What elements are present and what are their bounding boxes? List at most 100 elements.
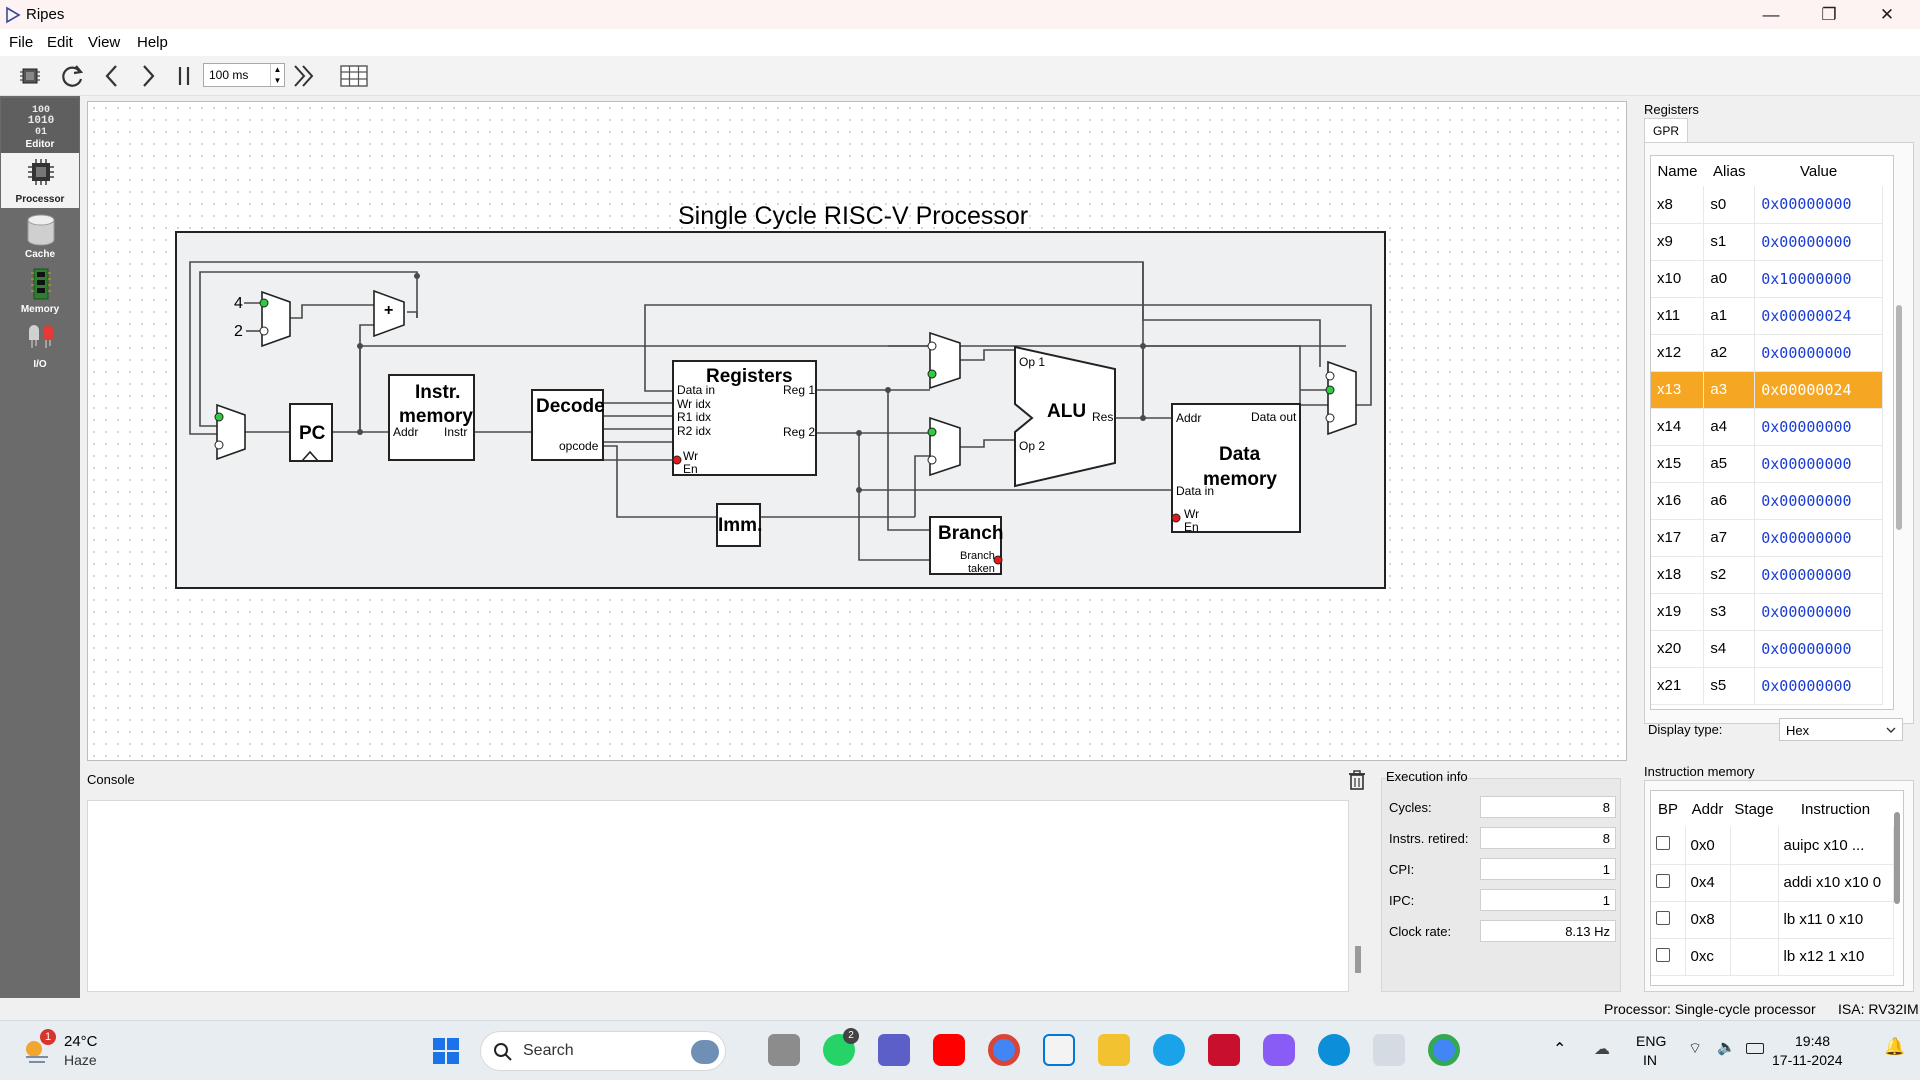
menu-bar: File Edit View Help	[0, 29, 1920, 56]
weather-badge: 1	[40, 1029, 56, 1045]
edge-icon[interactable]	[1318, 1034, 1350, 1066]
spin-down-icon[interactable]: ▼	[270, 75, 284, 86]
minimize-button[interactable]: —	[1762, 5, 1780, 24]
sidebar-tab-editor[interactable]: 100 1010 01 Editor	[1, 98, 79, 153]
chevron-up-icon[interactable]: ⌃	[1553, 1041, 1567, 1058]
pause-button[interactable]	[168, 60, 200, 92]
register-value: 0x00000000	[1754, 667, 1883, 705]
clock-speed-spinbox[interactable]: 100 ms ▲ ▼	[203, 63, 285, 87]
whatsapp-icon[interactable]: 2	[823, 1028, 859, 1066]
menu-edit[interactable]: Edit	[47, 34, 73, 51]
sidebar-tab-processor[interactable]: Processor	[1, 153, 79, 208]
sidebar-tab-cache[interactable]: Cache	[1, 208, 79, 263]
console-scrollbar[interactable]	[1355, 946, 1361, 973]
taskbar-search[interactable]: Search	[480, 1031, 726, 1071]
tab-gpr[interactable]: GPR	[1644, 118, 1688, 142]
col-stage-header[interactable]: Stage	[1734, 800, 1774, 818]
col-bp-header[interactable]: BP	[1657, 800, 1678, 818]
copilot-icon[interactable]	[1263, 1034, 1295, 1066]
task-view-icon[interactable]	[768, 1034, 800, 1066]
register-scrollbar[interactable]	[1896, 305, 1902, 530]
ipc-value: 1	[1480, 889, 1616, 911]
select-processor-button[interactable]	[14, 60, 46, 92]
maximize-button[interactable]: ❐	[1821, 5, 1837, 24]
search-placeholder: Search	[523, 1042, 574, 1059]
menu-file[interactable]: File	[9, 34, 34, 51]
breakpoint-checkbox[interactable]	[1656, 947, 1670, 962]
reverse-button[interactable]	[96, 60, 128, 92]
clock-time[interactable]: 19:48	[1795, 1033, 1831, 1049]
clock-button[interactable]	[132, 60, 164, 92]
col-addr-header[interactable]: Addr	[1691, 800, 1724, 818]
processor-canvas[interactable]	[87, 101, 1627, 761]
wifi-icon[interactable]: ⌔	[1688, 1040, 1703, 1057]
sidebar-tab-memory-label: Memory	[20, 304, 60, 315]
menu-view[interactable]: View	[88, 34, 121, 51]
breakpoint-checkbox[interactable]	[1656, 836, 1670, 851]
col-value-header[interactable]: Value	[1799, 162, 1838, 180]
chrome-profile-icon[interactable]	[1428, 1034, 1460, 1066]
language-line-1[interactable]: ENG	[1636, 1033, 1667, 1049]
col-alias-header[interactable]: Alias	[1713, 162, 1746, 180]
instruction-scrollbar[interactable]	[1894, 812, 1900, 904]
teams-icon[interactable]	[878, 1034, 910, 1066]
clock-date[interactable]: 17-11-2024	[1772, 1052, 1843, 1068]
windows-start-icon[interactable]	[432, 1037, 460, 1065]
language-line-2[interactable]: IN	[1643, 1052, 1657, 1068]
close-button[interactable]: ✕	[1879, 5, 1895, 24]
console-output[interactable]	[87, 800, 1349, 992]
display-type-select[interactable]: Hex	[1779, 718, 1903, 741]
helper-app-icon[interactable]	[1153, 1034, 1185, 1066]
col-instruction-header[interactable]: Instruction	[1800, 800, 1871, 818]
cloud-offline-icon[interactable]: ☁	[1594, 1041, 1610, 1058]
breakpoint-cell[interactable]	[1651, 827, 1686, 865]
mcafee-icon[interactable]	[1208, 1034, 1240, 1066]
chrome-icon[interactable]	[988, 1034, 1020, 1066]
breakpoint-cell[interactable]	[1651, 864, 1686, 902]
ripes-taskbar-icon[interactable]	[1373, 1034, 1405, 1066]
clock-rate-label: Clock rate:	[1389, 924, 1452, 939]
breakpoint-cell[interactable]	[1651, 938, 1686, 976]
spin-up-icon[interactable]: ▲	[270, 64, 284, 75]
youtube-icon[interactable]	[933, 1034, 965, 1066]
col-name-header[interactable]: Name	[1657, 162, 1698, 180]
table-view-button[interactable]	[338, 60, 370, 92]
sidebar-tab-io[interactable]: I/O	[1, 318, 79, 373]
run-button[interactable]	[288, 60, 320, 92]
battery-icon[interactable]	[1746, 1043, 1764, 1054]
sidebar-tab-memory[interactable]: Memory	[1, 263, 79, 318]
table-icon	[340, 65, 368, 87]
notifications-icon[interactable]: 🔔	[1884, 1037, 1906, 1056]
menu-help[interactable]: Help	[137, 34, 168, 51]
breakpoint-cell[interactable]	[1651, 901, 1686, 939]
register-alias: s1	[1703, 223, 1756, 261]
breakpoint-checkbox[interactable]	[1656, 910, 1670, 925]
reset-button[interactable]	[56, 60, 88, 92]
speaker-icon[interactable]: 🔈	[1717, 1039, 1736, 1056]
store-icon[interactable]	[1043, 1034, 1075, 1066]
file-explorer-icon[interactable]	[1098, 1034, 1130, 1066]
weather-widget[interactable]: 1 24°C Haze	[20, 1029, 130, 1071]
trash-icon[interactable]	[1348, 769, 1366, 791]
breakpoint-checkbox[interactable]	[1656, 873, 1670, 888]
